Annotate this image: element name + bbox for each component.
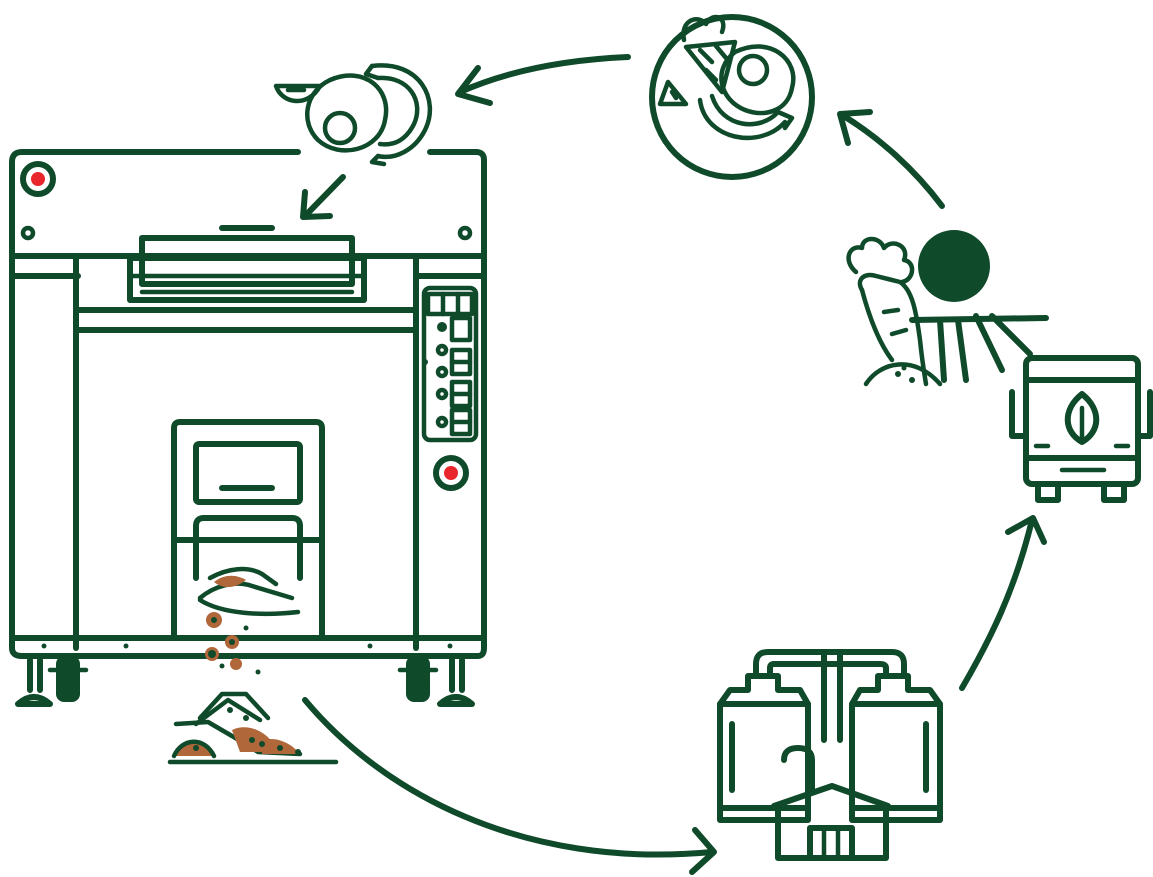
cycle-arrows xyxy=(300,54,1047,875)
arrow-scraps-to-machine xyxy=(300,174,346,220)
machine-feet-right xyxy=(397,656,475,707)
falling-particles xyxy=(205,612,261,675)
arrow-farm-to-plate xyxy=(837,109,945,209)
machine-lid xyxy=(127,225,367,303)
hand-icon xyxy=(197,566,301,617)
arrow-soil-to-biogas xyxy=(302,697,717,875)
eco-bus-icon xyxy=(1009,355,1153,503)
screw-left xyxy=(20,225,36,241)
red-indicator-top-left xyxy=(20,161,56,197)
meal-plate-icon xyxy=(649,14,815,180)
screw-right xyxy=(457,225,473,241)
farm-vegetable-sun-icon xyxy=(846,230,1049,387)
red-indicator-panel xyxy=(433,455,469,491)
machine-door xyxy=(171,419,325,641)
control-panel xyxy=(421,285,479,443)
food-waste-dehydrator-machine xyxy=(9,149,487,707)
biogas-plant-icon xyxy=(717,649,943,861)
food-scraps-icon xyxy=(273,63,433,167)
machine-feet-left xyxy=(15,656,89,707)
soil-output-icon xyxy=(167,691,339,765)
arrow-biogas-to-bus xyxy=(959,515,1047,691)
arrow-plate-to-scraps xyxy=(455,54,631,106)
